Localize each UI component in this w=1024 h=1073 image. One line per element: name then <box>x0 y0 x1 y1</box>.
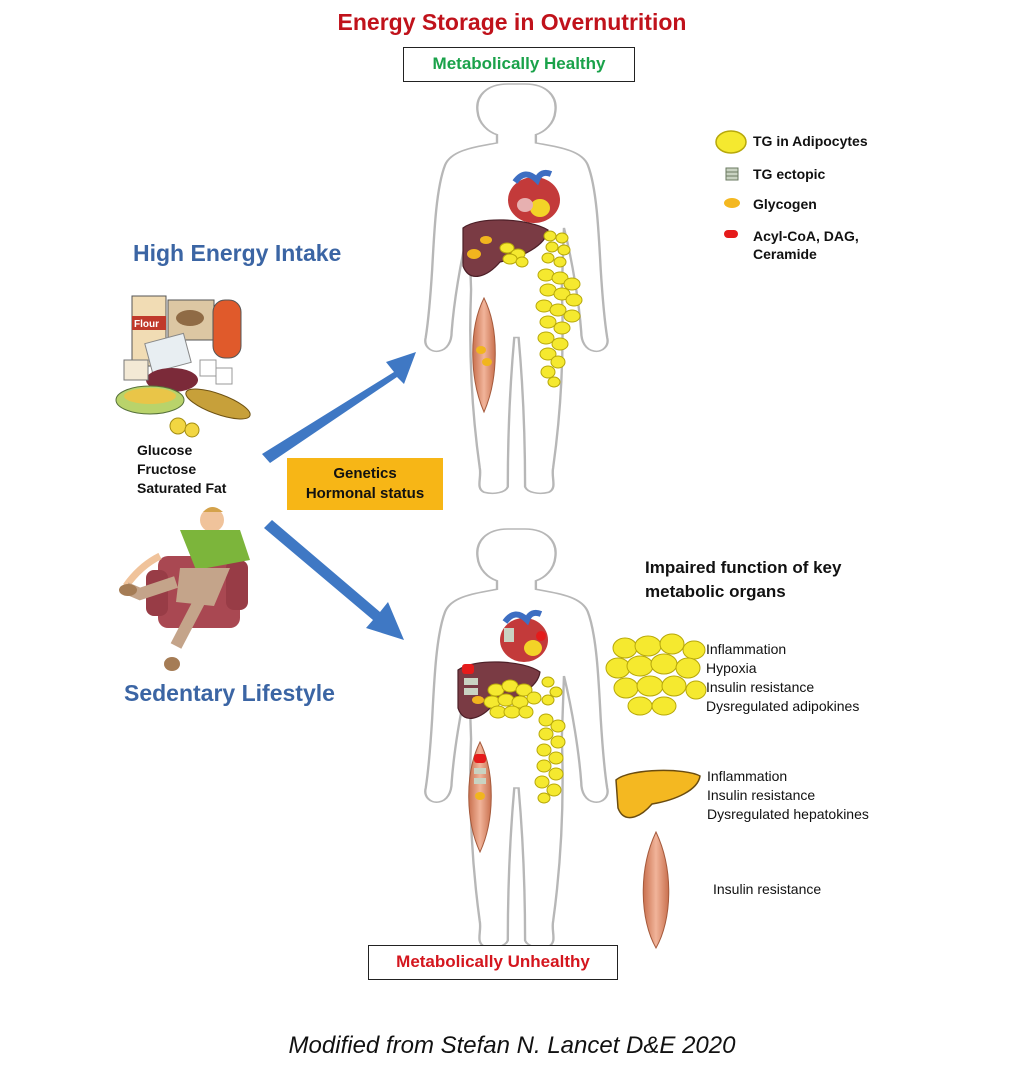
legend-ectopic: TG ectopic <box>753 166 826 182</box>
arrow-to-unhealthy <box>264 520 404 640</box>
impairment-heading: Impaired function of key metabolic organ… <box>645 558 842 601</box>
adipocyte-icon <box>715 130 747 154</box>
nutrient-saturated-fat: Saturated Fat <box>137 480 227 496</box>
muscle-effect: Insulin resistance <box>713 881 822 897</box>
ectopic-fat-icon <box>725 167 739 181</box>
unhealthy-visceral-fat-cluster <box>483 676 563 719</box>
healthy-heart-icon <box>508 169 560 223</box>
liver-effect: Insulin resistance <box>707 787 816 803</box>
legend-glycogen: Glycogen <box>753 196 817 212</box>
adipose-effect: Insulin resistance <box>706 679 815 695</box>
healthy-muscle-icon <box>472 296 496 414</box>
diagram-title: Energy Storage in Overnutrition <box>337 9 687 35</box>
impaired-muscle-icon <box>642 830 670 950</box>
modifiers-box: Genetics Hormonal status <box>287 458 443 510</box>
unhealthy-status-label: Metabolically Unhealthy <box>368 945 618 980</box>
legend-lipid-intermediates: Acyl-CoA, DAG, Ceramide <box>753 228 859 262</box>
liver-effect: Dysregulated hepatokines <box>707 806 869 822</box>
healthy-subcutaneous-fat-cluster <box>535 268 583 388</box>
nutrient-fructose: Fructose <box>137 461 197 477</box>
sedentary-person-illustration <box>119 507 250 671</box>
unhealthy-muscle-icon <box>468 740 492 854</box>
nutrient-list: Glucose Fructose Saturated Fat <box>137 441 226 498</box>
adipose-effects-list: Inflammation Hypoxia Insulin resistance … <box>706 640 859 716</box>
healthy-status-label: Metabolically Healthy <box>403 47 635 82</box>
high-energy-intake-label: High Energy Intake <box>133 240 342 266</box>
arrow-to-healthy <box>262 352 416 463</box>
impaired-liver-icon <box>615 769 701 819</box>
unhealthy-heart-icon <box>500 609 548 662</box>
unhealthy-body-figure <box>424 527 609 949</box>
adipose-effect: Hypoxia <box>706 660 757 676</box>
source-credit: Modified from Stefan N. Lancet D&E 2020 <box>288 1032 736 1059</box>
healthy-visceral-fat-cluster <box>499 230 571 268</box>
liver-effect: Inflammation <box>707 768 788 784</box>
modifier-hormonal-status: Hormonal status <box>305 485 425 502</box>
liver-effects-list: Inflammation Insulin resistance Dysregul… <box>707 767 869 824</box>
adipose-effect: Inflammation <box>706 641 787 657</box>
adipose-effect: Dysregulated adipokines <box>706 698 860 714</box>
impaired-adipose-tissue-icon <box>605 633 707 716</box>
food-illustration <box>115 295 251 438</box>
healthy-body-figure <box>424 82 609 495</box>
muscle-effects-list: Insulin resistance <box>713 880 821 899</box>
sedentary-lifestyle-label: Sedentary Lifestyle <box>124 680 335 706</box>
glycogen-icon <box>724 198 740 208</box>
lipid-intermediate-icon <box>724 230 738 238</box>
legend-adipocytes: TG in Adipocytes <box>753 133 868 149</box>
nutrient-glucose: Glucose <box>137 442 193 458</box>
modifier-genetics: Genetics <box>333 465 397 482</box>
food-flour-text: Flour <box>134 319 159 330</box>
unhealthy-subcutaneous-fat-cluster <box>534 713 566 804</box>
